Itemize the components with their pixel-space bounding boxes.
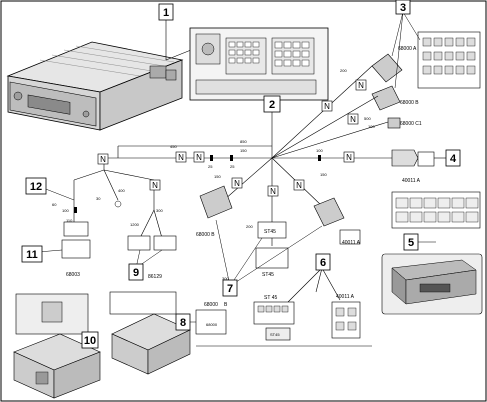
- callout-5: 5: [408, 237, 414, 249]
- connector-40011a-right: [391, 149, 446, 167]
- node-label: N: [346, 153, 352, 162]
- connector-label-40011a-bot: 40011 A: [336, 294, 355, 300]
- callout-1: 1: [163, 7, 169, 19]
- callout-6: 6: [320, 257, 326, 269]
- callout-9: 9: [133, 267, 139, 279]
- node-label: N: [324, 102, 330, 111]
- connector-label-68000a: 68000 A: [398, 46, 417, 52]
- node-label: N: [196, 153, 202, 162]
- dim-25b: 25: [230, 164, 235, 169]
- dim-450: 450: [170, 144, 177, 149]
- node-label: N: [270, 187, 276, 196]
- dim-1200: 1200: [130, 222, 140, 227]
- dim-60: 60: [52, 202, 57, 207]
- radio-rear-panel: [189, 27, 329, 101]
- dim-100b: 100: [368, 124, 375, 129]
- node-label: N: [152, 181, 158, 190]
- connector-label-68000-bot-suffix: B: [224, 302, 228, 308]
- callout-box-7: [222, 279, 238, 297]
- radio-unit-illustration: [6, 20, 197, 131]
- callout-box-9: [128, 263, 144, 281]
- callout-box-3: [395, 0, 411, 15]
- dim-200: 200: [340, 68, 347, 73]
- node-label: N: [350, 115, 356, 124]
- connector-group-top-right: [371, 11, 481, 129]
- dim-100c: 100: [62, 208, 69, 213]
- connector-group-item6: [196, 267, 372, 347]
- callout-box-6: [315, 253, 331, 271]
- connector-label-86129: 86129: [148, 274, 162, 280]
- connector-label-68000b-mid: 68000 B: [196, 232, 215, 238]
- connector-label-st45-bot: ST 45: [264, 295, 277, 301]
- dim-850: 850: [240, 139, 247, 144]
- connector-label-68000c1: 68000 C1: [400, 121, 422, 127]
- callout-box-10: [81, 331, 99, 349]
- callout-11: 11: [26, 249, 38, 261]
- dim-150c: 150: [320, 172, 327, 177]
- node-label: N: [296, 181, 302, 190]
- dim-30: 30: [96, 196, 101, 201]
- pin-table-item5: [391, 191, 481, 243]
- dim-150: 150: [240, 148, 247, 153]
- callout-7: 7: [227, 283, 233, 295]
- node-label: N: [358, 81, 364, 90]
- callout-3: 3: [400, 2, 406, 14]
- connector-label-40011a-mid: 40011 A: [342, 240, 361, 246]
- radio-unit-rear-illustration: [381, 253, 483, 315]
- connector-label-68003: 68003: [66, 272, 80, 278]
- connector-label-st45-lower: ST45: [262, 272, 274, 278]
- callout-box-1: [158, 3, 174, 21]
- dim-400: 400: [118, 188, 125, 193]
- dim-500: 500: [364, 116, 371, 121]
- node-label: N: [178, 153, 184, 162]
- node-label: N: [100, 155, 106, 164]
- callout-box-4: [445, 149, 461, 167]
- connector-label-68000-bot: 68000: [204, 302, 218, 308]
- connector-label-st45-mid: ST45: [264, 229, 276, 235]
- callout-box-11: [21, 245, 43, 263]
- connector-label-68000-bot-left: 68000: [206, 322, 218, 327]
- dim-110: 110: [66, 218, 73, 223]
- callout-2: 2: [269, 99, 275, 111]
- control-module-illustration: [13, 293, 101, 399]
- connector-label-st45-bot-inner: ST45: [270, 332, 280, 337]
- connector-68003: [37, 185, 122, 259]
- connector-label-40011a-right: 40011 A: [402, 178, 421, 184]
- connector-label-68000b-top: 68000 B: [400, 100, 419, 106]
- connector-group-item7: [199, 185, 361, 287]
- node-label: N: [234, 179, 240, 188]
- dim-25a: 25: [208, 164, 213, 169]
- callout-8: 8: [180, 317, 186, 329]
- dim-300: 300: [156, 208, 163, 213]
- callout-4: 4: [450, 153, 457, 165]
- splice-dots: [74, 155, 321, 213]
- node-boxes: N N N N N N N N N N N: [97, 79, 367, 197]
- dim-150b: 150: [214, 174, 221, 179]
- connector-group-item9: [127, 235, 177, 269]
- dim-200b: 200: [246, 224, 253, 229]
- callout-box-2: [263, 95, 281, 113]
- callout-12: 12: [30, 181, 42, 193]
- dim-100: 100: [316, 148, 323, 153]
- callout-10: 10: [84, 335, 96, 347]
- callout-box-12: [25, 177, 47, 195]
- callout-box-8: [175, 313, 191, 331]
- dim-300b: 300: [222, 276, 229, 281]
- callout-box-5: [403, 233, 419, 251]
- amplifier-module-illustration: [109, 291, 227, 375]
